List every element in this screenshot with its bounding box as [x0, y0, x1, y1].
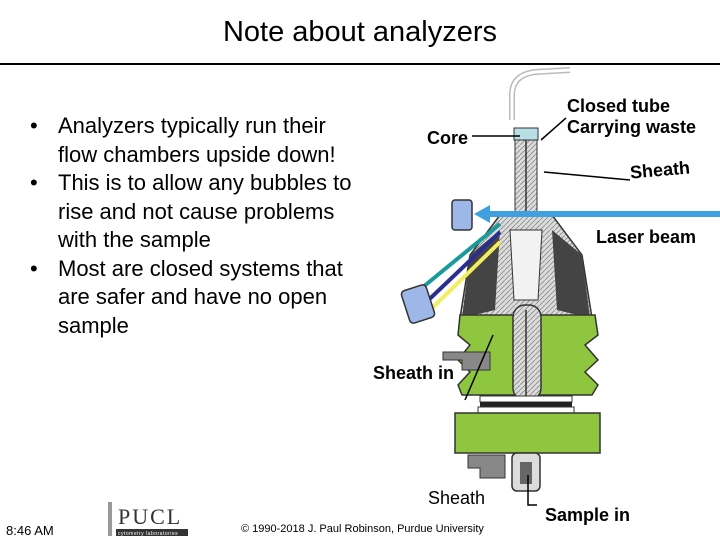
sample-needle-housing	[512, 304, 542, 401]
fluorescence-detector	[400, 284, 436, 324]
sheath-in-leader	[464, 334, 494, 401]
bullet-item: Analyzers typically run their flow chamb…	[30, 112, 360, 169]
sheath-in-port	[442, 351, 491, 371]
base-block-green	[454, 412, 601, 454]
sample-in-label: Sample in	[545, 505, 631, 525]
sheath-out-port	[467, 454, 506, 479]
teal-beam	[410, 222, 502, 298]
bullet-item: This is to allow any bubbles to rise and…	[30, 169, 360, 255]
sheath-in-label: Sheath in	[373, 363, 455, 383]
laser-beam-label: Laser beam	[596, 227, 697, 247]
slide-time: 8:46 AM	[6, 523, 54, 538]
svg-text:cytometry laboratories: cytometry laboratories	[118, 531, 178, 537]
laser-arrowhead	[474, 205, 490, 223]
navy-beam	[416, 230, 502, 312]
core-label: Core	[427, 128, 469, 148]
sheath-leader	[543, 171, 631, 181]
side-detector	[451, 199, 473, 231]
sheath-bottom-label: Sheath	[428, 488, 486, 508]
pucl-logo: PUCL cytometry laboratories	[108, 502, 190, 538]
nozzle-wall-right	[552, 230, 590, 318]
closed-tube-cap	[513, 127, 539, 141]
closed-tube-leader	[540, 117, 567, 141]
bullet-item: Most are closed systems that are safer a…	[30, 255, 360, 341]
svg-text:PUCL: PUCL	[118, 504, 182, 529]
sample-in-leader	[527, 475, 537, 506]
closed-tube-label: Closed tube Carrying waste	[567, 96, 697, 137]
copyright-notice: © 1990-2018 J. Paul Robinson, Purdue Uni…	[241, 523, 484, 535]
slide-title: Note about analyzers	[222, 16, 498, 48]
title-divider	[0, 63, 720, 65]
yellow-beam	[422, 240, 502, 318]
bullet-list: Analyzers typically run their flow chamb…	[30, 112, 360, 340]
